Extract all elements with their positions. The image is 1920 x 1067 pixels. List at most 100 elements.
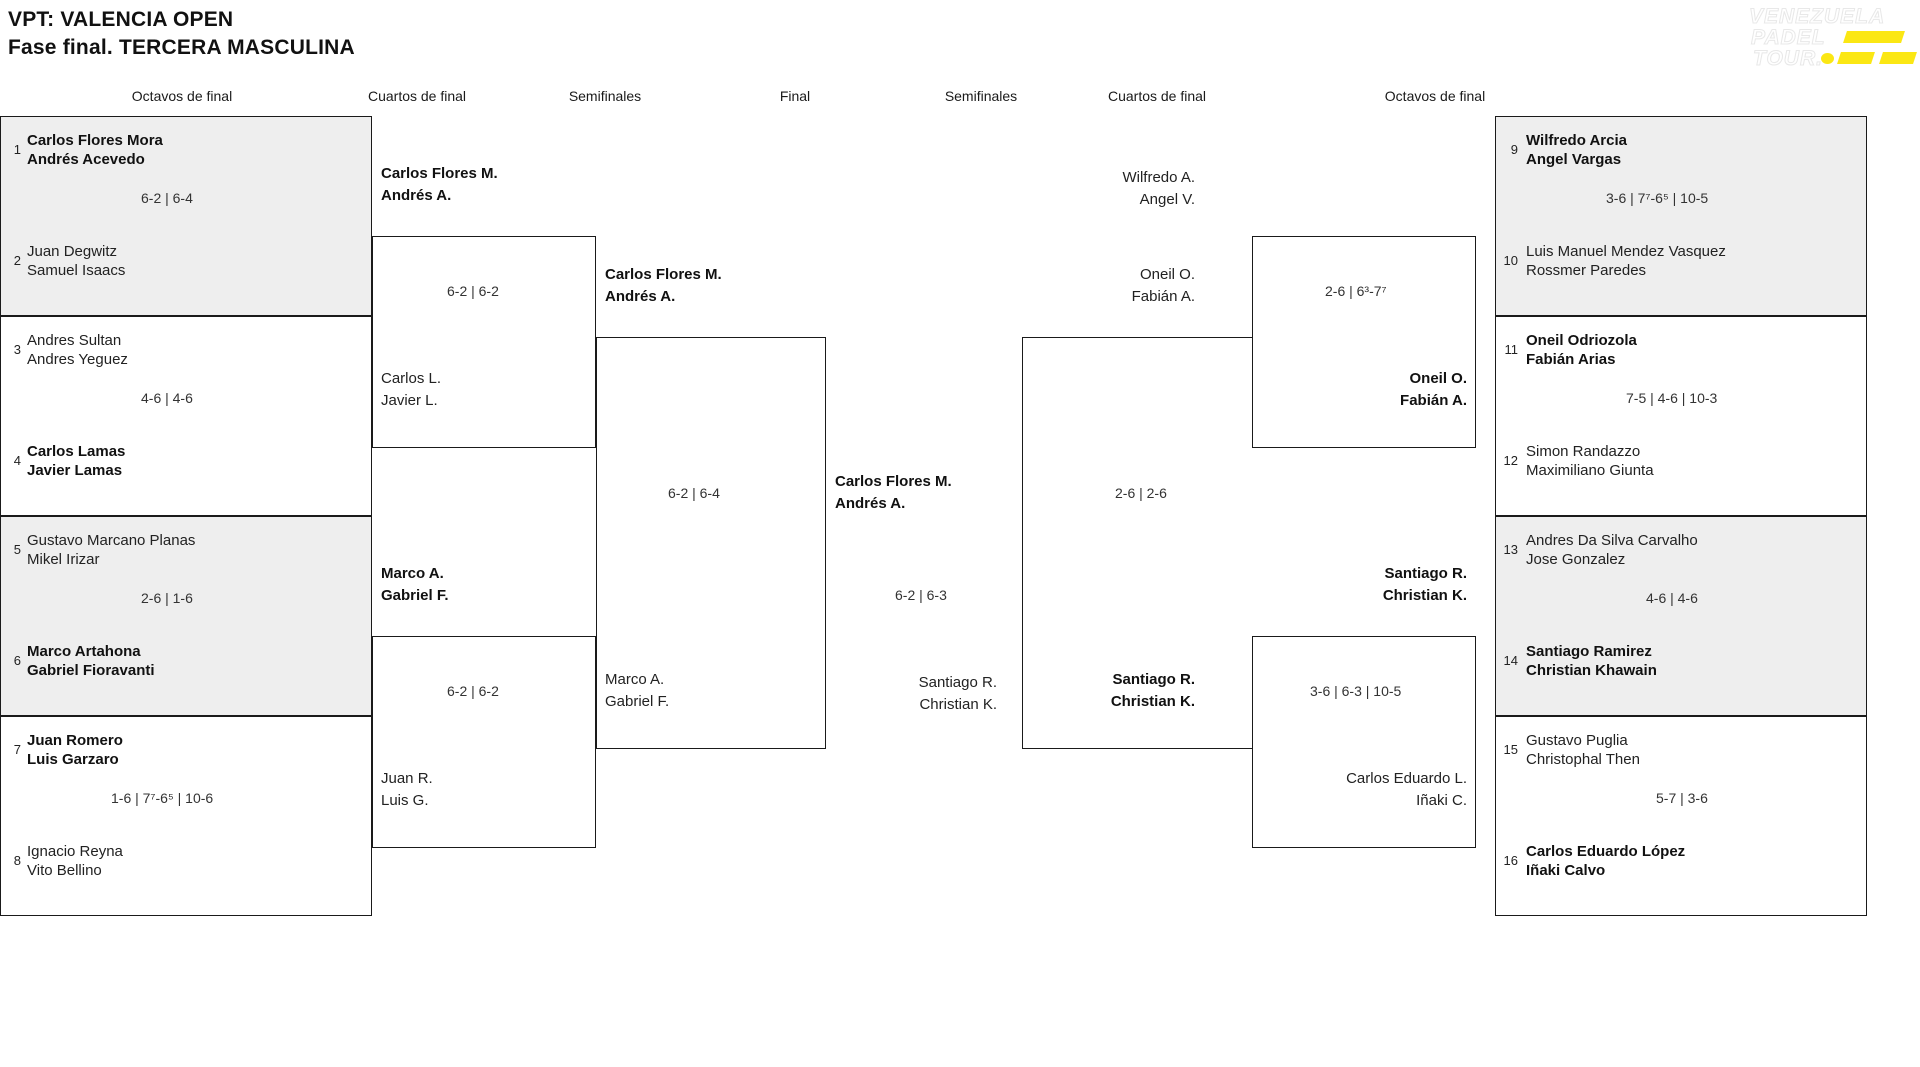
match-score: 1-6 | 7⁷-6⁵ | 10-6 — [111, 790, 214, 806]
seed-number: 7 — [13, 742, 21, 757]
r16-match-right-3[interactable]: 13 Andres Da Silva Carvalho Jose Gonzale… — [1495, 516, 1867, 716]
sf-team-name: Christian K. — [1110, 693, 1195, 710]
team-name: Marco Artahona — [27, 643, 141, 660]
team-name: Angel Vargas — [1526, 151, 1622, 168]
match-score: 2-6 | 2-6 — [1115, 485, 1167, 501]
seed-number: 16 — [1503, 853, 1518, 868]
team-name: Juan Romero — [27, 732, 123, 749]
sf-team-name: Carlos Flores M. — [605, 266, 722, 283]
qf-team-name: Luis G. — [381, 792, 429, 809]
qf-team-name: Carlos Eduardo L. — [1346, 770, 1467, 787]
qf-team-name: Christian K. — [1382, 587, 1467, 604]
team-name: Carlos Flores Mora — [27, 132, 163, 149]
final-team-name: Andrés A. — [835, 495, 906, 512]
team-name: Javier Lamas — [27, 462, 123, 479]
seed-number: 6 — [13, 653, 21, 668]
venezuela-padel-tour-logo: VENEZUELA PADEL TOUR. — [1735, 4, 1917, 74]
match-score: 5-7 | 3-6 — [1656, 790, 1708, 806]
column-header-left-r16: Octavos de final — [131, 88, 233, 104]
team-name: Carlos Lamas — [27, 443, 126, 460]
logo-dot-icon — [1821, 53, 1834, 64]
logo-bar-icon — [1837, 52, 1875, 64]
team-name: Luis Manuel Mendez Vasquez — [1526, 243, 1726, 260]
sf-team-name: Santiago R. — [1112, 671, 1195, 688]
team-name: Samuel Isaacs — [27, 262, 126, 279]
column-header-final: Final — [779, 88, 811, 104]
team-name: Gustavo Marcano Planas — [27, 532, 196, 549]
team-name: Christian Khawain — [1526, 662, 1657, 679]
qf-match-left-1[interactable] — [372, 236, 596, 448]
r16-match-left-1[interactable]: 1 Carlos Flores Mora Andrés Acevedo 6-2 … — [0, 116, 372, 316]
team-name: Maximiliano Giunta — [1526, 462, 1654, 479]
team-name: Andres Sultan — [27, 332, 122, 349]
match-score: 4-6 | 4-6 — [1646, 590, 1698, 606]
seed-number: 10 — [1503, 253, 1518, 268]
seed-number: 14 — [1503, 653, 1518, 668]
r16-match-right-4[interactable]: 15 Gustavo Puglia Christophal Then 5-7 |… — [1495, 716, 1867, 916]
qf-match-left-2[interactable] — [372, 636, 596, 848]
qf-match-right-2[interactable] — [1252, 636, 1476, 848]
team-name: Gustavo Puglia — [1526, 732, 1628, 749]
qf-team-name: Fabián A. — [1400, 392, 1467, 409]
seed-number: 5 — [13, 542, 21, 557]
team-name: Wilfredo Arcia — [1526, 132, 1627, 149]
team-name: Gabriel Fioravanti — [27, 662, 155, 679]
tournament-title: VPT: VALENCIA OPEN — [8, 8, 234, 31]
team-name: Simon Randazzo — [1526, 443, 1641, 460]
seed-number: 4 — [13, 453, 21, 468]
match-score: 2-6 | 1-6 — [141, 590, 193, 606]
team-name: Ignacio Reyna — [27, 843, 123, 860]
seed-number: 3 — [13, 342, 21, 357]
qf-team-name: Carlos L. — [381, 370, 442, 387]
sf-team-name: Gabriel F. — [605, 693, 670, 710]
team-name: Carlos Eduardo López — [1526, 843, 1686, 860]
final-team-name: Santiago R. — [918, 674, 997, 691]
seed-number: 2 — [13, 253, 21, 268]
qf-team-name: Gabriel F. — [381, 587, 449, 604]
seed-number: 1 — [13, 142, 21, 157]
seed-number: 12 — [1503, 453, 1518, 468]
logo-bar-icon — [1843, 31, 1905, 43]
match-score: 6-2 | 6-2 — [447, 283, 499, 299]
team-name: Christophal Then — [1526, 751, 1640, 768]
seed-number: 15 — [1503, 742, 1518, 757]
team-name: Andrés Acevedo — [27, 151, 145, 168]
r16-match-left-4[interactable]: 7 Juan Romero Luis Garzaro 1-6 | 7⁷-6⁵ |… — [0, 716, 372, 916]
qf-team-name: Javier L. — [381, 392, 438, 409]
logo-line-1: VENEZUELA — [1748, 5, 1886, 28]
team-name: Mikel Irizar — [27, 551, 100, 568]
team-name: Luis Garzaro — [27, 751, 119, 768]
qf-team-name: Andrés A. — [381, 187, 452, 204]
seed-number: 9 — [1510, 142, 1518, 157]
r16-match-right-1[interactable]: 9 Wilfredo Arcia Angel Vargas 3-6 | 7⁷-6… — [1495, 116, 1867, 316]
team-name: Iñaki Calvo — [1526, 862, 1606, 879]
qf-match-right-1[interactable] — [1252, 236, 1476, 448]
team-name: Jose Gonzalez — [1526, 551, 1626, 568]
logo-line-3: TOUR. — [1753, 47, 1823, 70]
qf-team-name: Santiago R. — [1384, 565, 1467, 582]
match-score: 2-6 | 6³-7⁷ — [1325, 283, 1387, 299]
match-score: 6-2 | 6-4 — [141, 190, 193, 206]
tournament-subtitle: Fase final. TERCERA MASCULINA — [8, 36, 355, 59]
sf-match-left[interactable] — [596, 337, 826, 749]
seed-number: 11 — [1504, 342, 1519, 357]
team-name: Vito Bellino — [27, 862, 102, 879]
sf-team-name: Oneil O. — [1139, 266, 1195, 283]
final-team-name: Christian K. — [919, 696, 997, 713]
r16-match-left-2[interactable]: 3 Andres Sultan Andres Yeguez 4-6 | 4-6 … — [0, 316, 372, 516]
r16-match-right-2[interactable]: 11 Oneil Odriozola Fabián Arias 7-5 | 4-… — [1495, 316, 1867, 516]
logo-line-2: PADEL — [1751, 26, 1826, 49]
logo-bar-icon — [1879, 52, 1917, 64]
r16-match-left-3[interactable]: 5 Gustavo Marcano Planas Mikel Irizar 2-… — [0, 516, 372, 716]
sf-match-right[interactable] — [1022, 337, 1252, 749]
qf-team-name: Marco A. — [381, 565, 444, 582]
team-name: Fabián Arias — [1526, 351, 1616, 368]
column-header-right-qf: Cuartos de final — [1107, 88, 1207, 104]
match-score: 6-2 | 6-4 — [668, 485, 720, 501]
team-name: Andres Yeguez — [27, 351, 128, 368]
sf-team-name: Andrés A. — [605, 288, 676, 305]
match-score: 4-6 | 4-6 — [141, 390, 193, 406]
qf-team-name: Juan R. — [381, 770, 433, 787]
team-name: Juan Degwitz — [27, 243, 118, 260]
sf-team-name: Marco A. — [605, 671, 665, 688]
